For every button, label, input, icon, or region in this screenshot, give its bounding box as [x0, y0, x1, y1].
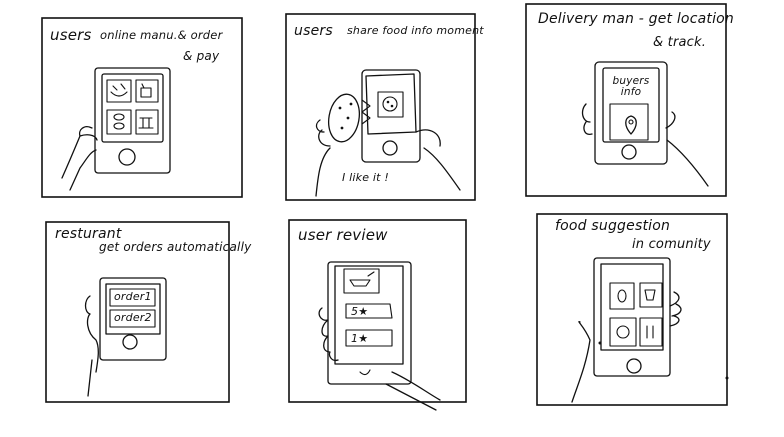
hand-sketch — [84, 295, 99, 397]
panel-3-caption: Delivery man - get location — [538, 11, 734, 27]
suggestion-tile — [639, 317, 663, 347]
review-photo — [343, 268, 380, 294]
panel-frame — [285, 13, 476, 201]
order-item — [109, 288, 156, 307]
phone-sketch — [361, 69, 421, 163]
phone-sketch — [99, 277, 167, 361]
hand-sketch — [61, 126, 98, 191]
panel-frame — [45, 221, 230, 403]
panel-2 — [285, 13, 476, 201]
panel-frame — [525, 3, 727, 197]
panel-4 — [45, 221, 230, 403]
suggestion-tile — [609, 282, 635, 310]
order-item — [109, 309, 156, 328]
order-2-label: order2 — [114, 311, 152, 324]
phone-screen — [600, 263, 664, 351]
buyers-info-label: buyers info — [612, 75, 650, 99]
home-button — [621, 144, 637, 160]
panel-3-caption-line2: & track. — [653, 35, 707, 50]
panel-4-caption-line2: get orders automatically — [99, 240, 252, 254]
phone-screen — [365, 73, 417, 135]
menu-tile — [135, 109, 159, 135]
map-box — [609, 103, 649, 141]
panel-2-caption-left: users — [294, 23, 333, 39]
phone-sketch — [593, 257, 671, 377]
panel-2-caption: share food info moment — [347, 24, 484, 37]
food-item-sketch — [328, 93, 360, 143]
phone-sketch — [594, 61, 668, 165]
panel-frame — [41, 17, 243, 198]
menu-tile — [106, 109, 132, 135]
rating-1-label: 1★ — [351, 332, 369, 345]
home-button — [122, 334, 138, 350]
panel-6-caption: food suggestion — [555, 218, 671, 234]
phone-screen — [602, 67, 660, 143]
panel-5-caption: user review — [298, 226, 388, 244]
panel-6-caption-line2: in comunity — [632, 237, 711, 252]
panel-6 — [536, 213, 729, 406]
panel-2-note: I like it ! — [342, 171, 389, 184]
review-item — [345, 329, 393, 347]
panel-1-caption-line2: & pay — [183, 49, 220, 63]
rating-5-label: 5★ — [351, 305, 369, 318]
panel-4-caption: resturant — [55, 226, 122, 242]
menu-tile — [106, 79, 132, 103]
panel-frame — [288, 219, 467, 403]
panel-frame — [536, 213, 728, 406]
home-button — [359, 369, 371, 376]
phone-sketch — [94, 67, 171, 174]
food-photo — [377, 91, 404, 118]
phone-screen — [105, 283, 161, 335]
phone-screen — [101, 73, 164, 143]
panel-1-caption: online manu.& order — [100, 28, 223, 42]
panel-5 — [288, 219, 467, 411]
home-button — [118, 148, 136, 166]
hand-sketch — [315, 119, 461, 197]
panel-1-caption-left: users — [50, 26, 92, 44]
home-button — [382, 140, 398, 156]
panel-3 — [525, 3, 727, 197]
order-1-label: order1 — [114, 290, 152, 303]
hand-sketch — [581, 103, 709, 187]
location-pin-icon — [625, 115, 637, 135]
menu-tile — [135, 79, 159, 103]
hand-sketch — [571, 291, 682, 403]
home-button — [626, 358, 642, 374]
phone-screen — [334, 265, 404, 365]
review-item — [345, 303, 393, 319]
suggestion-tile — [639, 282, 663, 308]
phone-sketch — [327, 261, 412, 385]
panel-1 — [41, 17, 243, 198]
suggestion-tile — [609, 317, 637, 347]
hand-sketch — [318, 307, 441, 411]
